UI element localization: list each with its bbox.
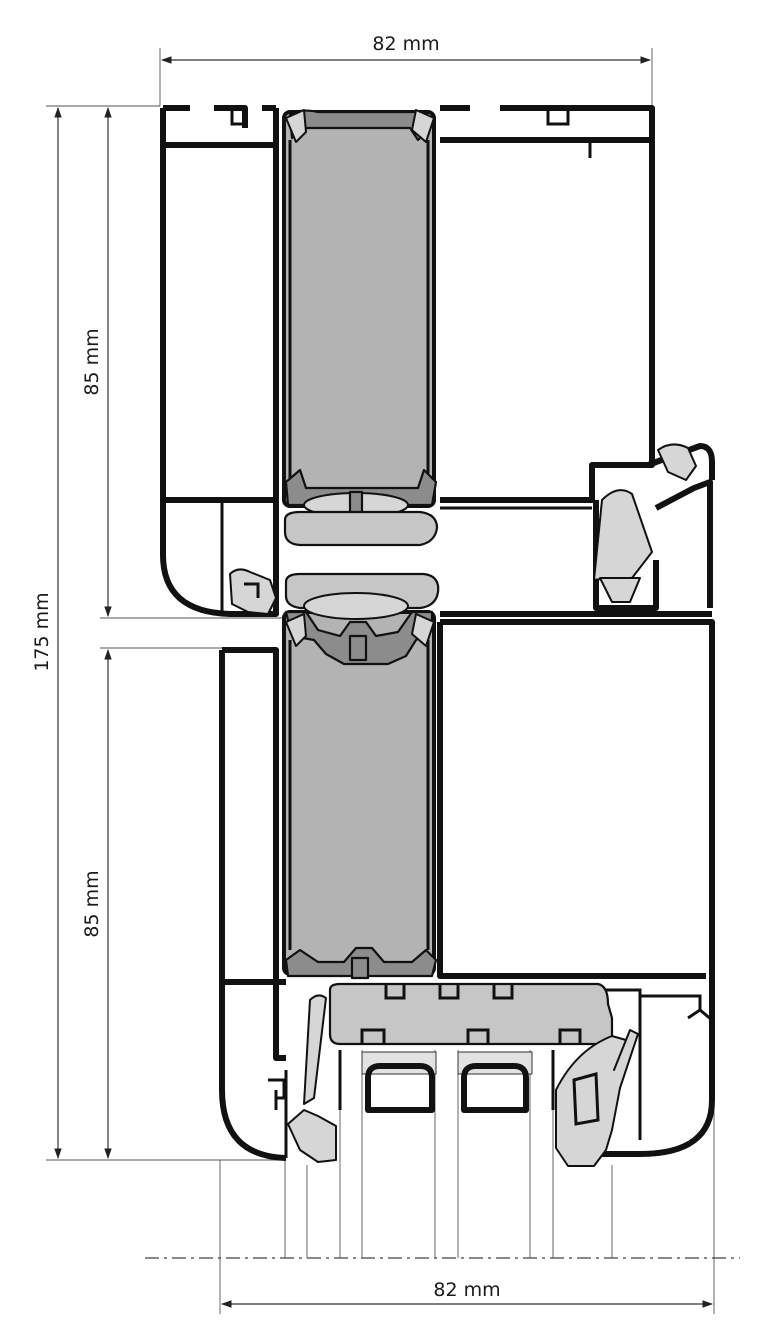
lower-thermal-break [328, 982, 614, 1046]
upper-thermal-break [283, 510, 439, 547]
lower-right-seal [555, 1029, 639, 1167]
upper-sash-seal [593, 443, 715, 611]
upper-frame-profile [160, 105, 712, 617]
glazing-clips [285, 109, 435, 647]
upper-glass-pane [282, 110, 436, 508]
upper-left-corner-seal [229, 568, 277, 615]
bottom-width-label: 82 mm [433, 1279, 500, 1301]
lower-glass-pane [282, 610, 436, 976]
dimension-total-height: 175 mm [31, 105, 285, 1161]
lower-glazing-gaskets [284, 572, 440, 980]
lower-height-label: 85 mm [81, 870, 103, 937]
upper-height-label: 85 mm [81, 328, 103, 395]
dimension-top-width: 82 mm [159, 33, 653, 106]
dimension-bottom-width: 82 mm [219, 1100, 715, 1314]
dimension-lower-height: 85 mm [81, 647, 222, 1160]
lower-sash-profile [219, 619, 715, 1161]
lower-sill-chambers [338, 1050, 555, 1113]
dimension-upper-height: 85 mm [81, 106, 285, 619]
top-width-label: 82 mm [372, 33, 439, 55]
total-height-label: 175 mm [31, 592, 53, 671]
lower-left-seal [268, 994, 337, 1163]
